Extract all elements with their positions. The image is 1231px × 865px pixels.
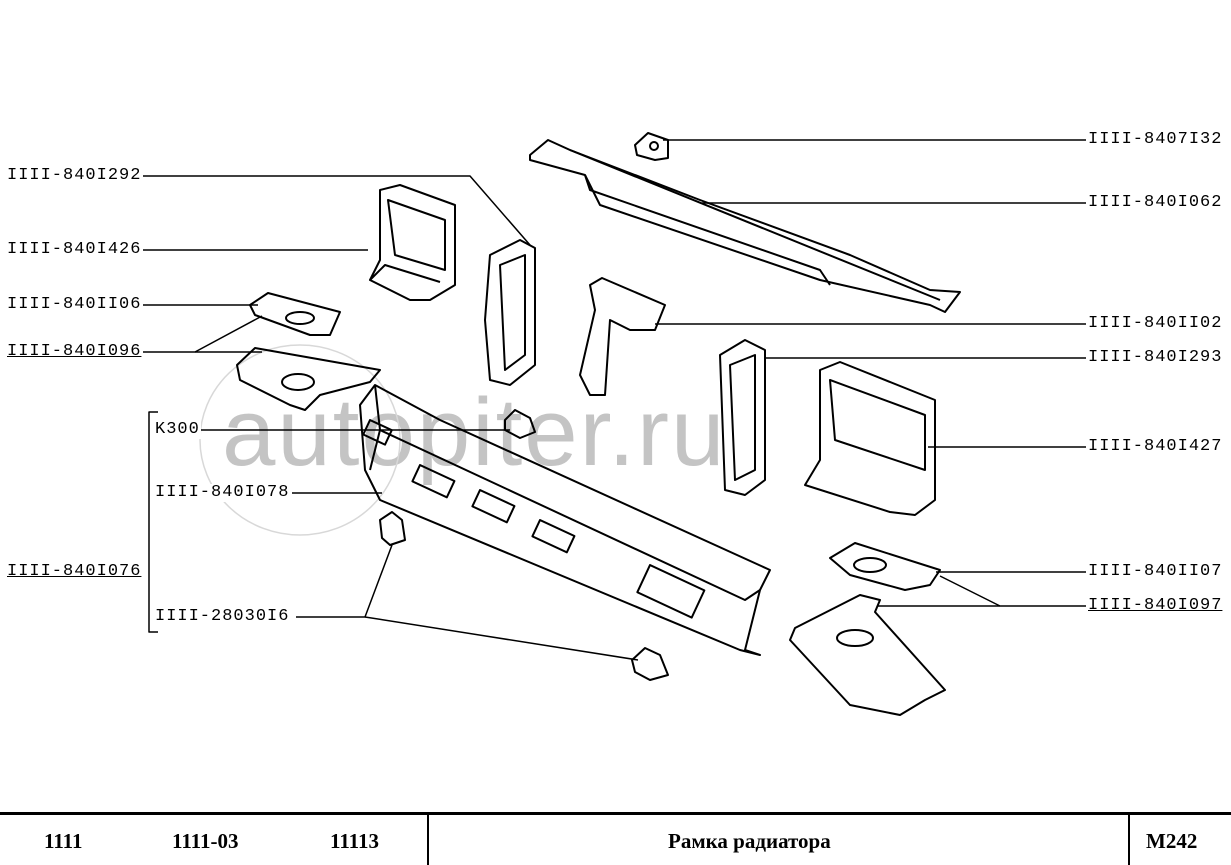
bracket-8407132 [634,132,669,161]
side-bracket-8401292 [484,239,536,386]
plate-8401096 [236,347,381,411]
label-8401426: IIII-840I426 [6,240,143,259]
plate-8401097 [789,594,946,716]
clip-2803016-b [631,647,669,681]
side-bracket-8401293 [719,339,766,496]
leader-lines [143,139,1086,661]
diagram-code: M242 [1146,829,1198,853]
label-8401076: IIII-840I076 [6,562,143,581]
label-8401102: IIII-840II02 [1087,314,1224,333]
label-8401293: IIII-840I293 [1087,348,1224,367]
model-1111: 1111 [44,829,83,853]
label-8401078: IIII-840I078 [154,483,291,502]
label-8401292: IIII-840I292 [6,166,143,185]
divider [427,815,429,865]
panel-8401427 [804,361,936,516]
model-11113: 11113 [330,829,380,853]
label-k300: K300 [154,420,201,439]
diagram-title: Рамка радиатора [668,829,831,853]
divider [1128,815,1130,865]
radiator-frame-lower-8401078 [359,384,771,656]
label-8401097: IIII-840I097 [1087,596,1224,615]
center-bracket-8401102 [579,277,666,396]
plate-8401106 [249,292,341,336]
clip-k300 [504,409,536,439]
label-8401096: IIII-840I096 [6,342,143,361]
watermark: autopiter.ru [222,379,727,486]
model-1111-03: 1111-03 [172,829,239,853]
label-8401062: IIII-840I062 [1087,193,1224,212]
label-8401106: IIII-840II06 [6,295,143,314]
clip-2803016-a [379,511,406,546]
panel-8401426 [369,184,456,301]
label-8401107: IIII-840II07 [1087,562,1224,581]
label-2803016: IIII-28030I6 [154,607,291,626]
exploded-view-drawing [143,132,1086,716]
title-block: 1111 1111-03 11113 Рамка радиатора M242 [0,812,1231,865]
label-8401427: IIII-840I427 [1087,437,1224,456]
upper-crossmember-8401062 [529,139,961,313]
plate-8401107 [829,542,941,591]
label-8407132: IIII-8407I32 [1087,130,1224,149]
